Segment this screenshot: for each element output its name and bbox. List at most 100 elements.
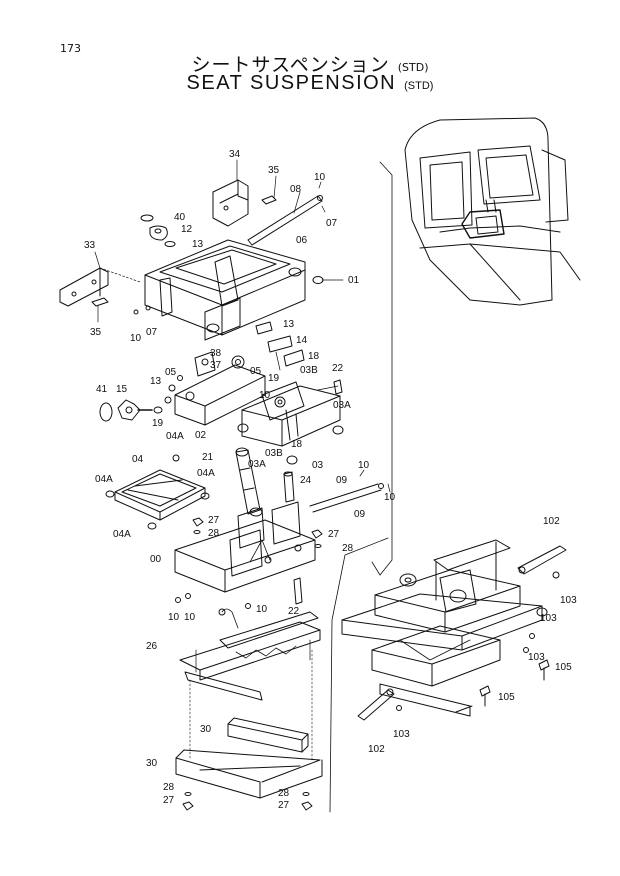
parts-40-12-13 — [140, 214, 176, 247]
label-13-top: 13 — [192, 239, 204, 250]
label-19-top: 19 — [268, 373, 280, 384]
label-102-top: 102 — [543, 516, 560, 527]
lever-102-top — [517, 545, 567, 579]
damper-21 — [235, 447, 263, 517]
label-04: 04 — [132, 454, 144, 465]
label-18-link: 18 — [291, 439, 303, 450]
label-22-bottom: 22 — [288, 606, 300, 617]
label-10-left: 10 — [130, 333, 142, 344]
label-03A-mid: 03A — [248, 459, 266, 470]
label-02: 02 — [195, 430, 207, 441]
upper-frame-01 — [144, 239, 344, 341]
label-28-mid: 28 — [208, 528, 220, 539]
label-05-right: 05 — [250, 366, 262, 377]
label-40: 40 — [174, 212, 186, 223]
label-07-top: 07 — [326, 218, 338, 229]
label-30-upper: 30 — [200, 724, 212, 735]
knob-15 — [117, 399, 153, 421]
bolt-22-upper — [333, 379, 343, 395]
label-38: 38 — [210, 348, 222, 359]
pin-10-07-left — [133, 305, 151, 315]
label-28-bottom-right: 28 — [278, 788, 290, 799]
label-37: 37 — [210, 360, 222, 371]
label-08: 08 — [290, 184, 302, 195]
part-number-labels: 34 35 08 10 07 40 12 13 06 33 01 35 10 0… — [84, 149, 577, 811]
label-07-left: 07 — [146, 327, 158, 338]
label-09-bottom: 09 — [354, 509, 366, 520]
label-35-left: 35 — [90, 327, 102, 338]
link-03 — [237, 381, 344, 465]
label-03: 03 — [312, 460, 324, 471]
label-00: 00 — [150, 554, 162, 565]
label-35-top: 35 — [268, 165, 280, 176]
label-27-mid: 27 — [208, 515, 220, 526]
label-103-mid: 103 — [540, 613, 557, 624]
callout-lines — [329, 161, 393, 813]
slide-rail-26 — [179, 608, 321, 701]
rod-09 — [309, 469, 391, 513]
label-33: 33 — [84, 240, 96, 251]
bracket-33 — [59, 251, 141, 307]
label-27-bottom-left: 27 — [163, 795, 175, 806]
rail-30-lower — [175, 749, 323, 799]
label-27-bottom-right: 27 — [278, 800, 290, 811]
label-06: 06 — [296, 235, 308, 246]
label-10-base-a: 10 — [168, 612, 180, 623]
label-105-center: 105 — [498, 692, 515, 703]
label-103-top: 103 — [560, 595, 577, 606]
rod-06-08 — [247, 191, 323, 246]
mid-frame-02 — [168, 351, 266, 426]
label-103-low: 103 — [528, 652, 545, 663]
label-21: 21 — [202, 452, 214, 463]
label-10-link: 10 — [259, 390, 271, 401]
base-plate-00 — [174, 501, 316, 609]
rail-30-upper — [227, 717, 309, 753]
label-04A-bottom: 04A — [113, 529, 131, 540]
label-04A-right: 04A — [197, 468, 215, 479]
washers-10 — [175, 593, 191, 603]
label-34: 34 — [229, 149, 241, 160]
variant-tag-en: (STD) — [404, 80, 434, 92]
label-13-mid: 13 — [283, 319, 295, 330]
label-14: 14 — [296, 335, 308, 346]
label-03B-top: 03B — [300, 365, 318, 376]
label-10-top: 10 — [314, 172, 326, 183]
bolts-105 — [479, 659, 550, 707]
label-10-base-c: 10 — [256, 604, 268, 615]
label-13-knob: 13 — [150, 376, 162, 387]
label-09-top: 09 — [336, 475, 348, 486]
label-01: 01 — [348, 275, 360, 286]
pin-13-14-18 — [255, 321, 305, 371]
bolt-35-left — [91, 297, 109, 323]
label-10-rod-end: 10 — [384, 492, 396, 503]
disc-41 — [99, 402, 113, 422]
label-41: 41 — [96, 384, 108, 395]
assembly-view — [341, 539, 548, 717]
label-26: 26 — [146, 641, 158, 652]
pin-10-07-top — [317, 181, 326, 213]
title-jp-text: シートサスペンション — [191, 54, 390, 76]
label-28-bottom-left: 28 — [163, 782, 175, 793]
label-102-bottom: 102 — [368, 744, 385, 755]
lever-102-bottom — [357, 688, 402, 721]
label-10-base-b: 10 — [184, 612, 196, 623]
label-24: 24 — [300, 475, 312, 486]
frame-04 — [105, 469, 210, 530]
nut-13-05 — [153, 396, 180, 462]
label-105-right: 105 — [555, 662, 572, 673]
label-103-bottom: 103 — [393, 729, 410, 740]
label-30-lower: 30 — [146, 758, 158, 769]
label-12: 12 — [181, 224, 193, 235]
title-en-text: SEAT SUSPENSION — [186, 72, 397, 94]
label-03A-top: 03A — [333, 400, 351, 411]
label-27-right: 27 — [328, 529, 340, 540]
label-22-top: 22 — [332, 363, 344, 374]
excavator-cab-illustration — [404, 117, 581, 306]
label-15: 15 — [116, 384, 128, 395]
label-18-top: 18 — [308, 351, 320, 362]
bolt-35-top — [261, 175, 277, 205]
variant-tag-jp: (STD) — [397, 61, 429, 74]
label-05-left: 05 — [165, 367, 177, 378]
pin-24 — [283, 471, 295, 503]
